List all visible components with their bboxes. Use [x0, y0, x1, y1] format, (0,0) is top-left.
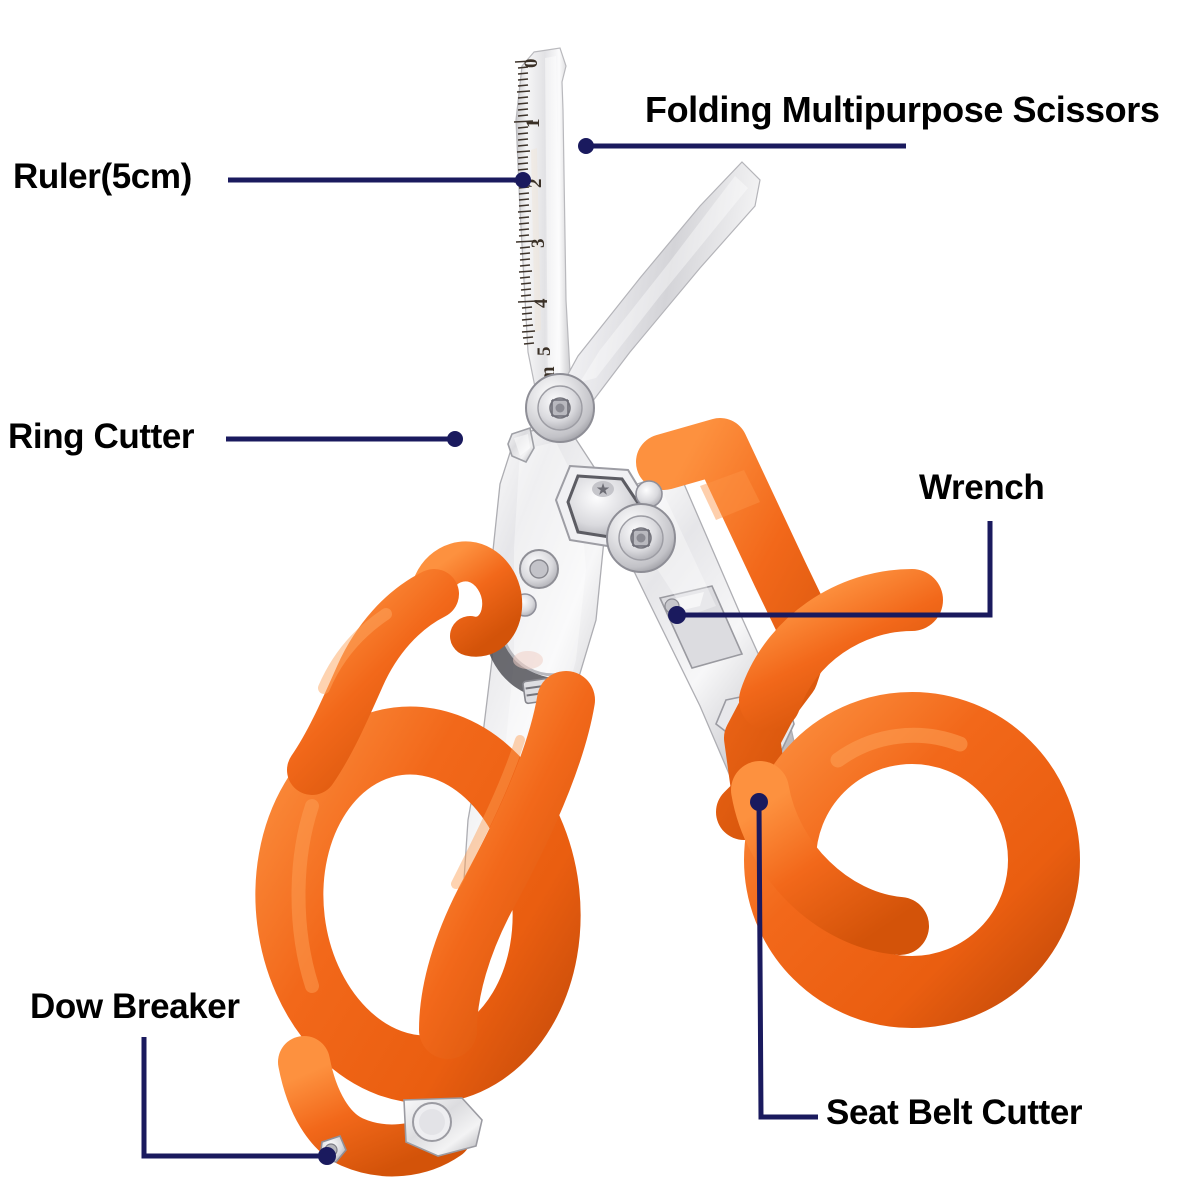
ring-cutter-hook [507, 426, 535, 464]
lanyard-lug [403, 1097, 483, 1157]
callout-label-seat-belt-cutter: Seat Belt Cutter [826, 1093, 1083, 1132]
left-handle-ring [255, 541, 595, 1177]
upper-pivot-screw [525, 373, 595, 443]
right-handle-ring [636, 418, 1080, 1028]
lower-pivot-screw [606, 503, 676, 573]
ruler-tick-3: 3 [528, 239, 549, 249]
leader-dow-breaker [141, 1037, 336, 1165]
callout-label-dow-breaker: Dow Breaker [30, 987, 240, 1026]
callout-label-ring-cutter: Ring Cutter [8, 417, 195, 456]
ruler-tick-1: 1 [523, 119, 544, 129]
callout-label-ruler: Ruler(5cm) [13, 157, 192, 196]
leader-seat-belt-cutter [750, 793, 818, 1120]
leader-ruler [228, 172, 531, 188]
ruler-blade [515, 47, 577, 413]
ruler-tick-2: 2 [525, 179, 546, 189]
leader-ring-cutter [226, 431, 463, 447]
svg-text:★: ★ [597, 481, 610, 497]
callout-label-wrench: Wrench [919, 468, 1045, 507]
leader-title [578, 138, 906, 154]
ruler-tick-5: 5 [534, 347, 555, 357]
leader-wrench [668, 521, 993, 624]
callout-label-folding-multipurpose-scissors: Folding Multipurpose Scissors [645, 89, 1160, 130]
cutting-blade [555, 161, 761, 421]
leader-lines [141, 138, 993, 1165]
ruler-tick-4: 4 [531, 298, 552, 308]
ruler-tick-0: 0 [521, 59, 542, 69]
